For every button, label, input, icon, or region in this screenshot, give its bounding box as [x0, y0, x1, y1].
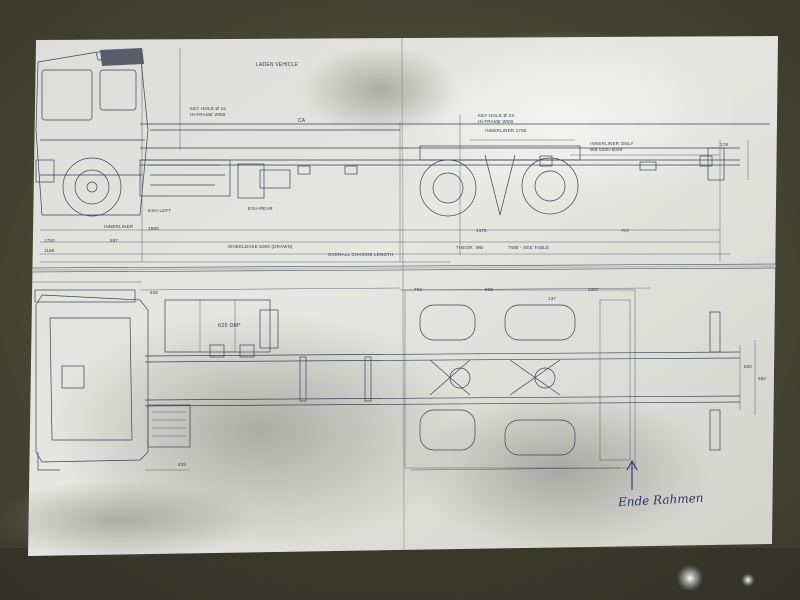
tandem-link [484, 154, 516, 216]
tire-top-1 [419, 304, 476, 341]
side-view-drawing [35, 48, 770, 263]
rear-light-left [709, 311, 721, 353]
battery-box [147, 404, 191, 448]
horizontal-fold [31, 265, 777, 271]
dim-137: 137 [548, 296, 557, 301]
lamp-reflection-small [741, 573, 755, 587]
dim-1376: 1376 [476, 228, 487, 233]
shadow-3 [0, 480, 260, 560]
inner-liner-note: INNERLINER 1765 [485, 128, 527, 133]
frame-web-note-1: IN FRAME WEB [190, 112, 226, 117]
cab-door-window [99, 69, 137, 111]
tire-top-2 [419, 409, 476, 451]
dim-1590: 1590 [148, 226, 159, 231]
dim-178: 178 [720, 142, 729, 147]
tire-top-3 [504, 304, 576, 341]
wheelbase-label: WHEELBASE 6000 (DRAWN) [228, 244, 293, 249]
dim-935: 935 [150, 290, 159, 295]
dim-897: 897 [110, 238, 119, 243]
exh-rear-label: EXH-REAR [248, 206, 273, 211]
rear-bumper [707, 147, 725, 181]
tank-volume-label: 625 DM³ [218, 323, 241, 329]
cab-window [41, 69, 93, 121]
dim-832: 832 [485, 287, 494, 292]
shadow-top [300, 45, 460, 135]
dim-1165: 1165 [44, 248, 55, 253]
rear-light-right [709, 409, 721, 451]
dim-850: 850 [758, 376, 767, 381]
dim-762: 762 [414, 287, 423, 292]
theor-wb-label: THEOR. WB [456, 245, 484, 250]
wb-range-note: WB 5200-6000 [590, 147, 623, 152]
rear-wheel-2 [521, 157, 579, 215]
exh-left-label: EXH-LEFT [148, 208, 172, 213]
cab-roof [100, 48, 144, 66]
dim-2297: 2297 [588, 287, 599, 292]
shadow-2 [410, 390, 710, 550]
header-label: LADEN VEHICLE [256, 62, 299, 68]
dim-ro: RO [622, 228, 630, 233]
inner-liner-only-note: INNERLINER ONLY [590, 141, 634, 146]
twb-label: TWB - SEE TABLE [508, 245, 550, 250]
dim-800: 800 [744, 364, 753, 369]
key-hole-note-1: KEY HOLE Ø 16 [190, 106, 227, 111]
front-lamp [35, 159, 55, 183]
lamp-reflection [676, 564, 704, 592]
overall-length-label: OVERALL CHASSIS LENGTH [328, 252, 394, 257]
dim-835: 835 [178, 462, 187, 467]
tire-top-4 [504, 419, 576, 456]
hand-arrow [626, 459, 638, 490]
top-view-drawing [30, 281, 756, 471]
fuel-tank [164, 299, 271, 353]
innerliner-label: INNERLINER [104, 224, 134, 229]
dim-1750: 1750 [44, 238, 55, 243]
front-wheel [62, 157, 122, 217]
frame-web-note-2: IN FRAME WEB [478, 119, 514, 124]
key-hole-note-2: KEY HOLE Ø 23 [478, 113, 515, 118]
ca-label: CA [298, 118, 306, 124]
engine-block [139, 159, 231, 197]
